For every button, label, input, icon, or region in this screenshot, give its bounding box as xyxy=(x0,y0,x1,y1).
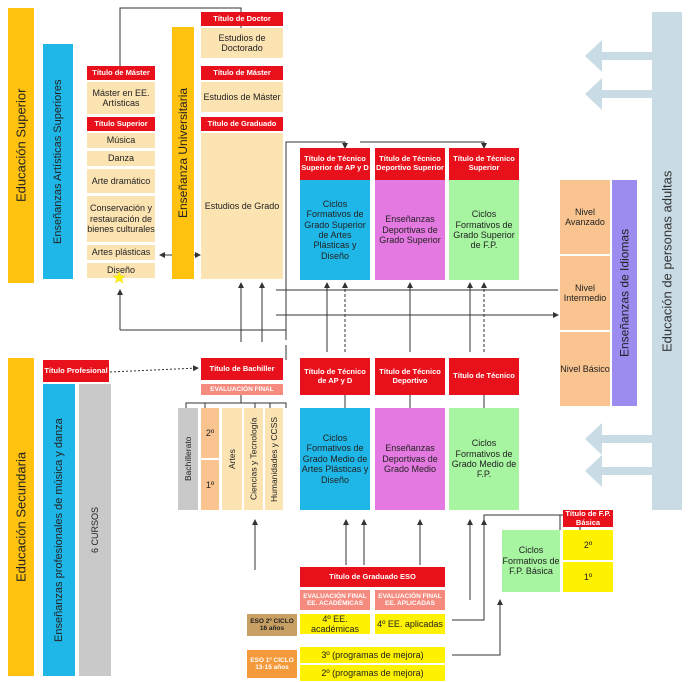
fp-basica-2: 2º xyxy=(563,530,613,560)
cuarto-academicas: 4º EE. académicas xyxy=(300,614,370,634)
nivel-avanzado: Nivel Avanzado xyxy=(560,180,610,254)
danza: Danza xyxy=(87,151,155,166)
star-icon: ★ xyxy=(112,270,127,287)
titulo-tec-sup-ap: Título de Técnico Superior de AP y D xyxy=(300,148,370,180)
fp-basica-1: 1º xyxy=(563,562,613,592)
titulo-master: Título de Máster xyxy=(201,66,283,80)
cf-superior-ap: Ciclos Formativos de Grado Superior de A… xyxy=(300,180,370,280)
eval-academicas: EVALUACIÓN FINAL EE. ACADÉMICAS xyxy=(300,590,370,610)
cf-medio-fp: Ciclos Formativos de Grado Medio de F.P. xyxy=(449,408,519,510)
diseno: Diseño xyxy=(87,263,155,278)
evaluacion-final-bachiller: EVALUACIÓN FINAL xyxy=(201,384,283,395)
titulo-tec-dep: Título de Técnico Deportivo xyxy=(375,358,445,395)
artes-plasticas: Artes plásticas xyxy=(87,245,155,260)
titulo-master-ea: Título de Máster xyxy=(87,66,155,80)
titulo-eso: Título de Graduado ESO xyxy=(300,567,445,587)
titulo-superior: Título Superior xyxy=(87,117,155,131)
bach-curso-2: 2º xyxy=(201,408,219,458)
musica: Música xyxy=(87,133,155,148)
nivel-basico: Nivel Básico xyxy=(560,332,610,406)
doctorado: Estudios de Doctorado xyxy=(201,28,283,58)
eval-aplicadas: EVALUACIÓN FINAL EE. APLICADAS xyxy=(375,590,445,610)
educacion-superior-label: Educación Superior xyxy=(8,8,34,283)
seis-cursos-label: 6 CURSOS xyxy=(79,384,111,676)
bach-curso-1: 1º xyxy=(201,460,219,510)
titulo-bachiller: Título de Bachiller xyxy=(201,358,283,380)
estudios-master: Estudios de Máster xyxy=(201,82,283,112)
titulo-fp-basica: Título de F.P. Básica xyxy=(563,509,613,527)
titulo-tec: Título de Técnico xyxy=(449,358,519,395)
ed-superior: Enseñanzas Deportivas de Grado Superior xyxy=(375,180,445,280)
eso2-label: ESO 2º CICLO 16 años xyxy=(247,614,297,636)
eso1-label: ESO 1º CICLO 13-15 años xyxy=(247,650,297,678)
nivel-intermedio: Nivel Intermedio xyxy=(560,256,610,330)
titulo-tec-dep-sup: Título de Técnico Deportivo Superior xyxy=(375,148,445,180)
universitaria-label: Enseñanza Universitaria xyxy=(172,27,194,279)
tercero-mejora: 3º (programas de mejora) xyxy=(300,647,445,663)
ed-medio: Enseñanzas Deportivas de Grado Medio xyxy=(375,408,445,510)
cf-superior-fp: Ciclos Formativos de Grado Superior de F… xyxy=(449,180,519,280)
adultos-label: Educación de personas adultas xyxy=(652,12,682,510)
profesionales-label: Enseñanzas profesionales de música y dan… xyxy=(43,384,75,676)
artisticas-superiores-label: Enseñanzas Artísticas Superiores xyxy=(43,44,73,279)
arte-dramatico: Arte dramático xyxy=(87,169,155,193)
cuarto-aplicadas: 4º EE. aplicadas xyxy=(375,614,445,634)
ciencias-label: Ciencias y Tecnología xyxy=(244,408,263,510)
cf-basica: Ciclos Formativos de F.P. Básica xyxy=(502,530,560,592)
master-ea: Máster en EE. Artísticas xyxy=(87,82,155,114)
cf-medio-ap: Ciclos Formativos de Grado Medio de Arte… xyxy=(300,408,370,510)
educacion-secundaria-label: Educación Secundaria xyxy=(8,358,34,676)
titulo-tec-sup: Título de Técnico Superior xyxy=(449,148,519,180)
titulo-profesional: Título Profesional xyxy=(43,360,109,382)
titulo-doctor: Título de Doctor xyxy=(201,12,283,26)
segundo-mejora: 2º (programas de mejora) xyxy=(300,665,445,681)
titulo-tec-ap: Título de Técnico de AP y D xyxy=(300,358,370,395)
conservacion: Conservación y restauración de bienes cu… xyxy=(87,196,155,242)
estudios-grado: Estudios de Grado xyxy=(201,133,283,279)
idiomas-label: Enseñanzas de Idiomas xyxy=(612,180,637,406)
artes-label: Artes xyxy=(222,408,242,510)
titulo-graduado: Título de Graduado xyxy=(201,117,283,131)
humanidades-label: Humanidades y CCSS xyxy=(265,408,283,510)
bachillerato-label: Bachillerato xyxy=(178,408,198,510)
